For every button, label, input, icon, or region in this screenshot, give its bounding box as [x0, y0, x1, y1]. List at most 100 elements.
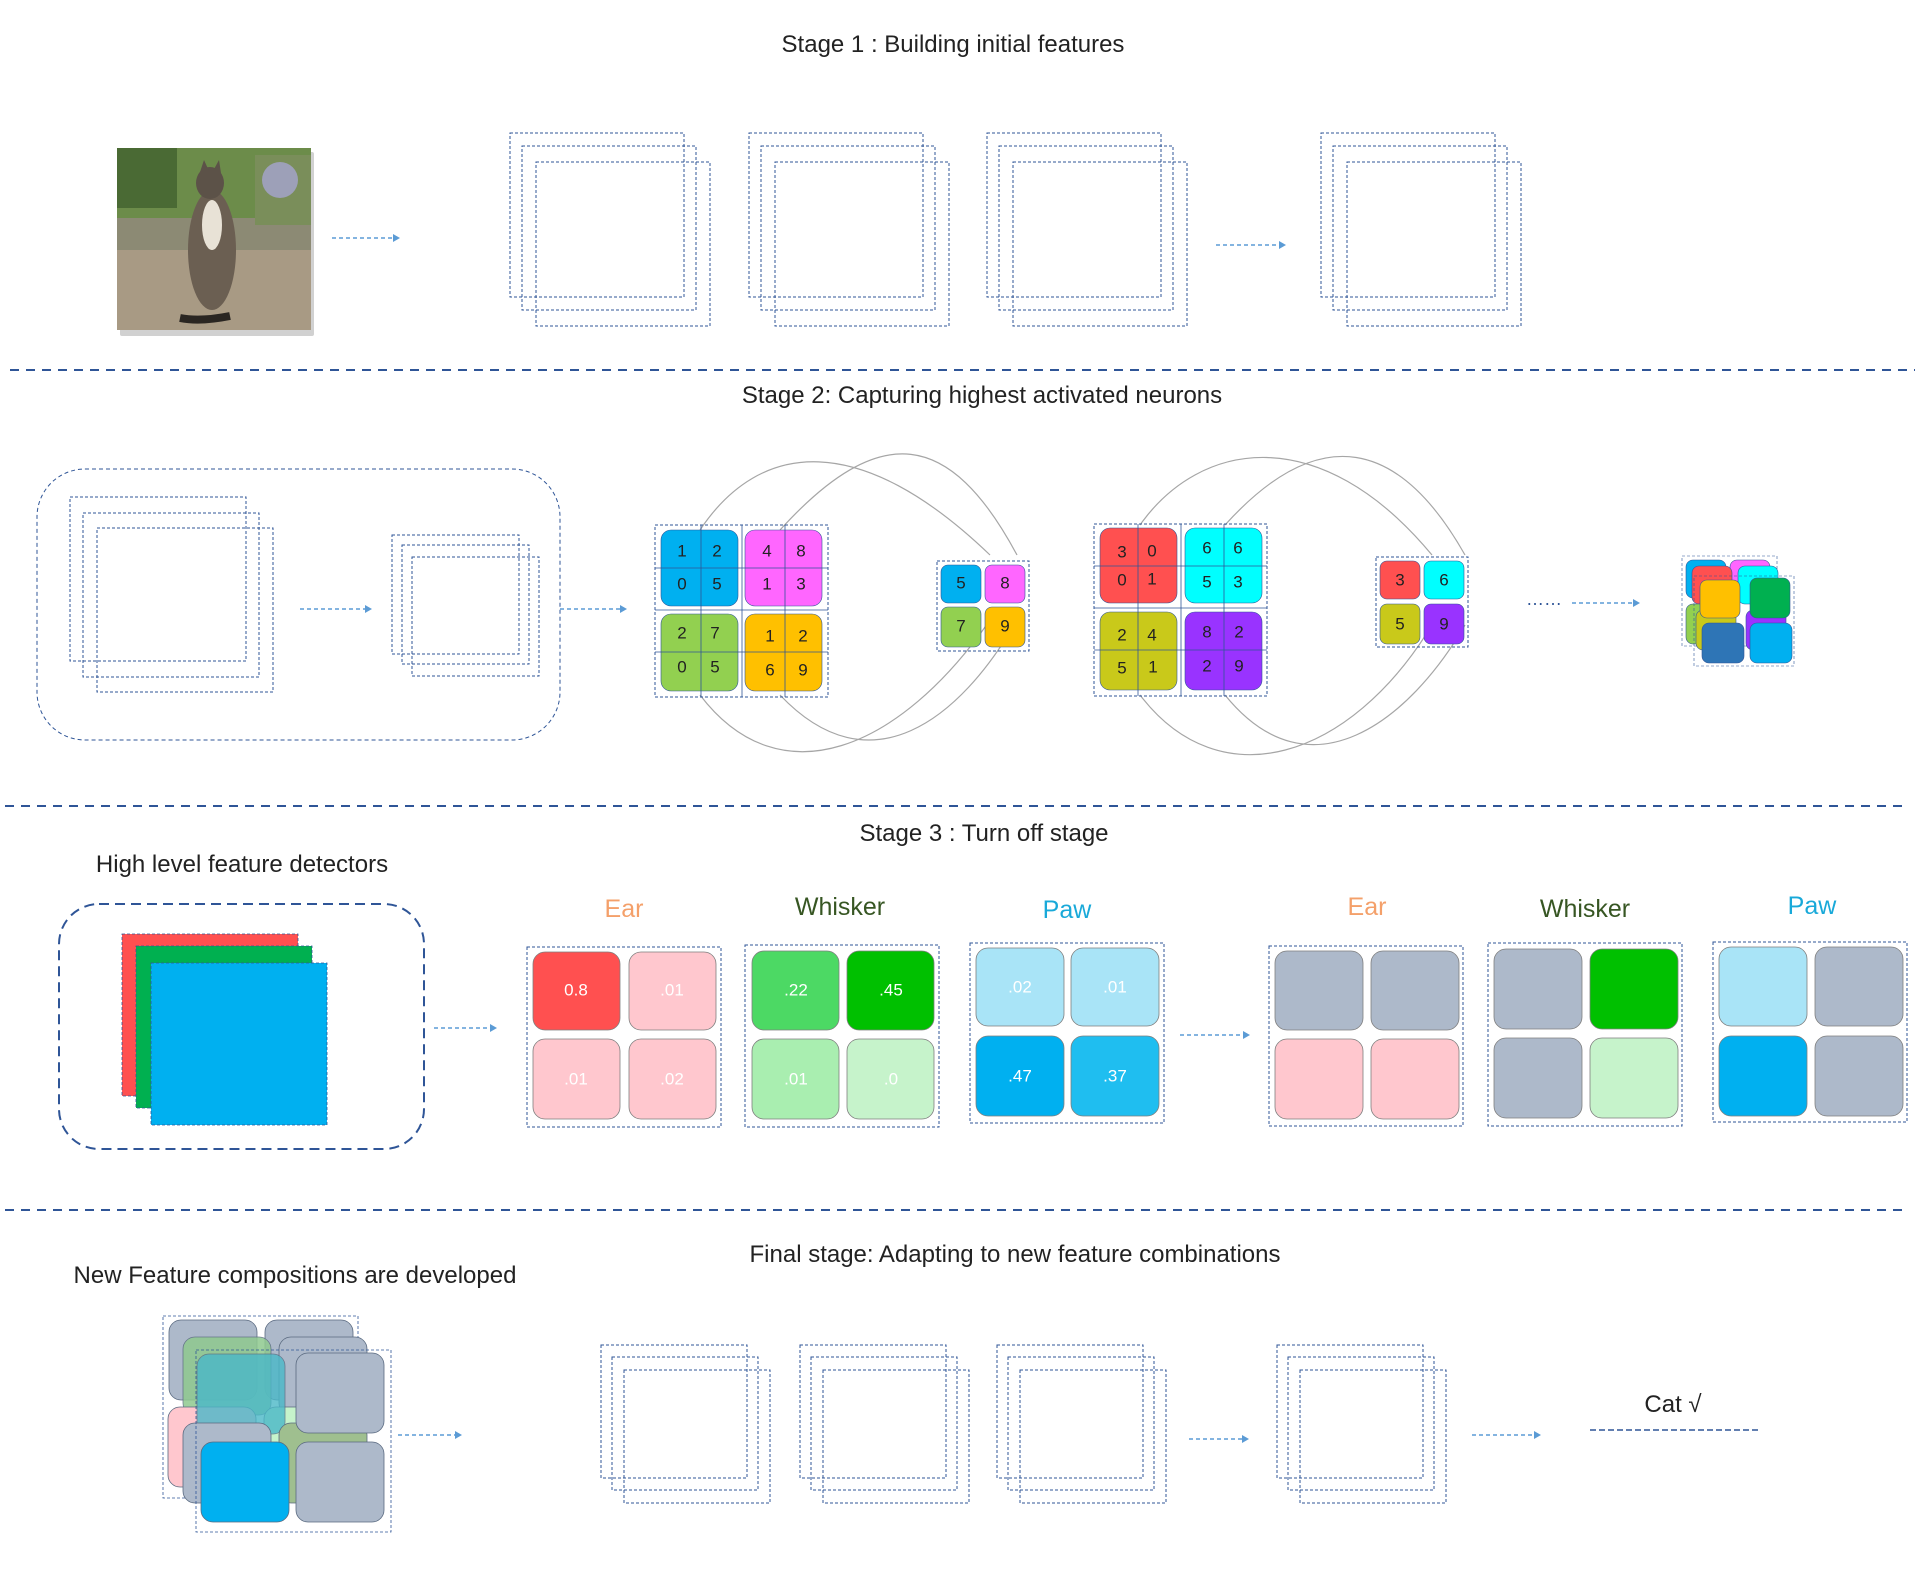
cell: 2	[677, 623, 686, 642]
red-quad	[1099, 527, 1178, 604]
cell: 5	[1117, 658, 1126, 677]
merged-pooled-stack	[1681, 555, 1795, 667]
activation-value: 0.8	[564, 980, 588, 999]
cell: 5	[710, 657, 719, 676]
pooling-connectors	[699, 453, 1018, 753]
cell: 9	[1234, 656, 1243, 675]
cell: 8	[796, 541, 805, 560]
activation-value: .0	[884, 1069, 898, 1088]
cell: 0	[677, 574, 686, 593]
cyan-quad	[1184, 527, 1263, 604]
pool-value: 5	[1395, 614, 1404, 633]
ear-dropout-block	[1268, 945, 1464, 1127]
feature-map-stack	[69, 496, 274, 693]
continuation-dots: ……	[1526, 589, 1562, 609]
pooling-connectors	[1139, 456, 1466, 756]
orange-quad	[744, 613, 823, 692]
cell: 1	[765, 626, 774, 645]
pool-value: 7	[956, 616, 965, 635]
cell: 2	[712, 541, 721, 560]
activation-value: .01	[660, 980, 684, 999]
feature-map-stack	[996, 1344, 1167, 1504]
whisker-label: Whisker	[1540, 895, 1630, 923]
cat-prediction: Cat √	[1644, 1391, 1702, 1418]
activation-value: .01	[1103, 977, 1127, 996]
activation-grid: 1 2 4 8 0 5 1 3 2 7 1 2 0 5 6 9	[654, 524, 829, 698]
cell: 6	[1202, 538, 1211, 557]
feature-map-stack	[748, 132, 950, 327]
stage3-title: Stage 3 : Turn off stage	[859, 820, 1108, 847]
feature-map-stack	[509, 132, 711, 327]
cell: 1	[1147, 569, 1156, 588]
stage1-title: Stage 1 : Building initial features	[782, 31, 1125, 58]
activation-value: .02	[1008, 977, 1032, 996]
paw-activation-block: .02 .01 .47 .37	[969, 942, 1165, 1124]
green-quad	[660, 613, 739, 692]
pool-value: 3	[1395, 570, 1404, 589]
feature-map-stack	[799, 1344, 970, 1504]
arrow	[300, 605, 372, 613]
activation-value: .47	[1008, 1066, 1032, 1085]
cell: 9	[798, 660, 807, 679]
ear-label: Ear	[605, 895, 644, 923]
arrow	[1216, 241, 1286, 249]
feature-map-stack	[1320, 132, 1522, 327]
cell: 6	[1233, 538, 1242, 557]
layer-group-outline	[36, 468, 561, 741]
cell: 0	[677, 657, 686, 676]
final-stage-title: Final stage: Adapting to new feature com…	[750, 1241, 1281, 1268]
feature-map-stack	[1276, 1344, 1447, 1504]
ear-activation-block: 0.8 .01 .01 .02	[526, 946, 722, 1128]
cell: 6	[765, 660, 774, 679]
high-level-detectors-label: High level feature detectors	[96, 851, 388, 878]
pool-value: 9	[1000, 616, 1009, 635]
stage2-title: Stage 2: Capturing highest activated neu…	[742, 382, 1222, 409]
cell: 5	[712, 574, 721, 593]
cell: 7	[710, 623, 719, 642]
cell: 0	[1117, 570, 1126, 589]
pooled-output: 3 6 5 9	[1375, 556, 1469, 648]
activation-value: .37	[1103, 1066, 1127, 1085]
arrow	[398, 1431, 462, 1439]
olive-quad	[1099, 611, 1178, 691]
feature-map-stack	[391, 534, 540, 677]
cell: 1	[677, 541, 686, 560]
pool-value: 9	[1439, 614, 1448, 633]
cell: 3	[796, 574, 805, 593]
whisker-activation-block: .22 .45 .01 .0	[744, 944, 940, 1128]
activation-grid: 3 0 6 6 0 1 5 3 2 4 8 2 5 1 2 9	[1093, 523, 1268, 697]
cell: 3	[1233, 572, 1242, 591]
arrow	[434, 1024, 497, 1032]
whisker-label: Whisker	[795, 893, 885, 921]
paw-label: Paw	[1788, 892, 1838, 920]
activation-value: .01	[784, 1069, 808, 1088]
cell: 3	[1117, 542, 1126, 561]
cell: 2	[1234, 622, 1243, 641]
cell: 2	[1117, 625, 1126, 644]
cell: 8	[1202, 622, 1211, 641]
grid-a-values: 1 2 4 8 0 5 1 3 2 7 1 2 0 5 6 9	[677, 541, 807, 679]
arrow	[1180, 1031, 1250, 1039]
detector-stack	[121, 933, 328, 1126]
activation-value: .45	[879, 980, 903, 999]
paw-label: Paw	[1043, 896, 1093, 924]
cell: 4	[762, 541, 771, 560]
cell: 5	[1202, 572, 1211, 591]
activation-value: .02	[660, 1069, 684, 1088]
cell: 4	[1147, 625, 1156, 644]
arrow	[332, 234, 400, 242]
new-compositions-label: New Feature compositions are developed	[74, 1262, 517, 1289]
pool-value: 6	[1439, 570, 1448, 589]
pool-value: 8	[1000, 573, 1009, 592]
whisker-dropout-block	[1487, 942, 1683, 1127]
purple-quad	[1184, 611, 1263, 691]
cat-image	[117, 148, 314, 336]
cell: 2	[1202, 656, 1211, 675]
blue-detector	[150, 962, 328, 1126]
activation-value: .01	[564, 1069, 588, 1088]
activation-value: .22	[784, 980, 808, 999]
cell: 1	[762, 574, 771, 593]
feature-map-stack	[986, 132, 1188, 327]
pooled-output: 5 8 7 9	[936, 560, 1030, 652]
